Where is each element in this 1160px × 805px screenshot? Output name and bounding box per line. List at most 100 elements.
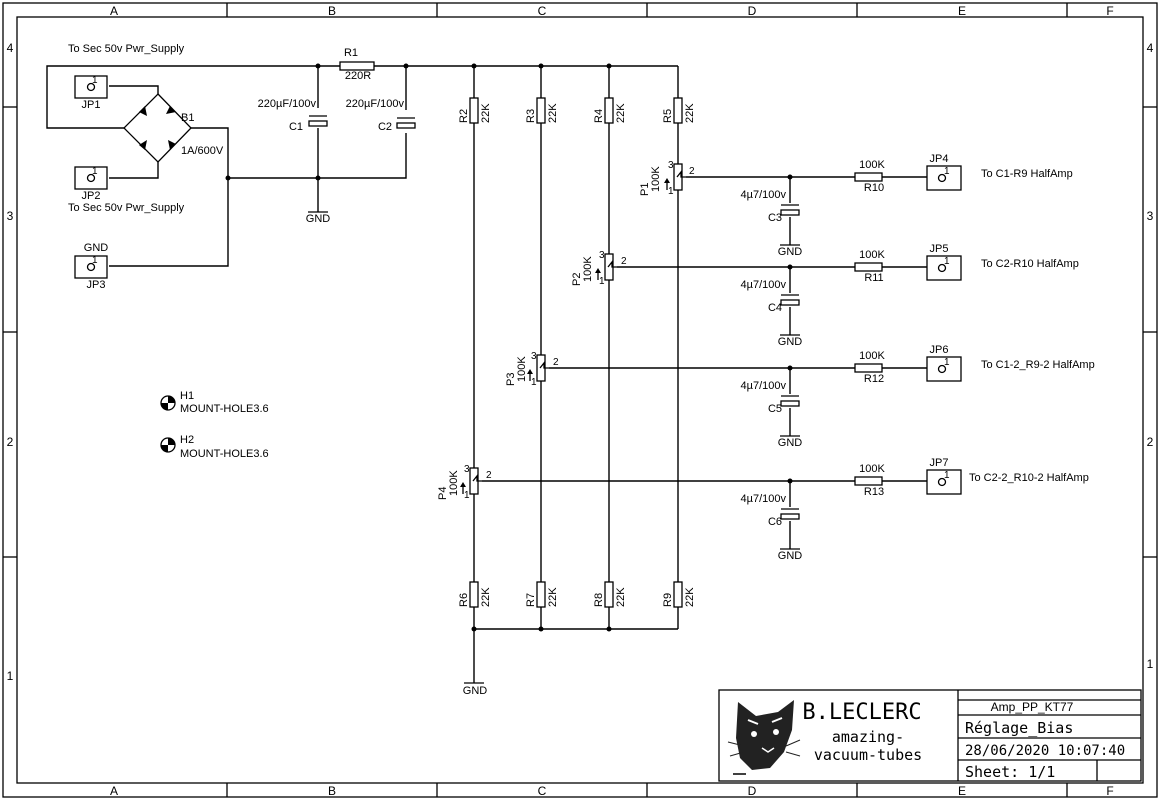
jp1-ref: JP1: [82, 99, 101, 111]
zone-col-c-bottom: C: [538, 784, 547, 798]
potentiometer-p4: 3 1 2 P4 100K: [437, 464, 492, 501]
c2-ref: C2: [378, 121, 392, 133]
r10-ref: R10: [864, 182, 884, 194]
gnd-symbol: GND: [778, 435, 803, 449]
pin-number: 2: [689, 166, 695, 177]
capacitor-c5: 4µ7/100v C5: [741, 380, 800, 415]
r11-ref: R11: [864, 272, 883, 284]
resistor-r3: R3 22K: [525, 97, 559, 124]
connector-jp3: 1 GND JP3: [74, 242, 109, 291]
gnd-symbol: GND: [463, 682, 488, 697]
connector-jp2: 1 JP2: [74, 166, 108, 202]
zone-col-f-top: F: [1106, 4, 1113, 18]
c5-value: 4µ7/100v: [741, 380, 787, 392]
h1-ref: H1: [180, 390, 194, 402]
c3-value: 4µ7/100v: [741, 189, 787, 201]
resistor-r9: R9 22K: [662, 581, 696, 608]
pin-number: 1: [944, 470, 950, 481]
resistor-r8: R8 22K: [593, 581, 627, 608]
connector-jp7: 1 JP7 To C2-2_R10-2 HalfAmp: [926, 457, 1089, 495]
jp4-ref: JP4: [930, 153, 949, 165]
pin-number: 3: [531, 351, 537, 362]
r3-value: 22K: [547, 103, 559, 123]
h2-ref: H2: [180, 434, 194, 446]
gnd-label: GND: [463, 685, 488, 697]
pin-number: 1: [92, 166, 98, 177]
jp7-note: To C2-2_R10-2 HalfAmp: [969, 472, 1089, 484]
r10-value: 100K: [859, 159, 885, 171]
gnd-label: GND: [778, 437, 803, 449]
capacitor-c2: 220µF/100v C2: [346, 98, 416, 133]
zone-col-c-top: C: [538, 4, 547, 18]
p1-value: 100K: [650, 166, 662, 192]
jp7-ref: JP7: [930, 457, 949, 469]
capacitor-c4: 4µ7/100v C4: [741, 279, 800, 314]
c6-ref: C6: [768, 516, 782, 528]
r11-value: 100K: [859, 249, 885, 261]
wires: [46, 65, 927, 683]
zone-col-a-bottom: A: [110, 784, 118, 798]
resistor-r10: 100K R10: [854, 159, 886, 194]
jp6-ref: JP6: [930, 344, 949, 356]
r12-value: 100K: [859, 350, 885, 362]
capacitor-c3: 4µ7/100v C3: [741, 189, 800, 224]
zone-row-2-left: 2: [7, 435, 14, 449]
r8-ref: R8: [593, 593, 605, 607]
r13-value: 100K: [859, 463, 885, 475]
gnd-label: GND: [778, 336, 803, 348]
r2-ref: R2: [458, 109, 470, 123]
connector-jp5: 1 JP5 To C2-R10 HalfAmp: [926, 243, 1079, 281]
gnd-symbol: GND: [306, 211, 331, 225]
zone-col-d-bottom: D: [748, 784, 757, 798]
jp3-net-label: GND: [84, 242, 109, 254]
c6-value: 4µ7/100v: [741, 493, 787, 505]
pin-number: 1: [599, 276, 605, 287]
gnd-label: GND: [778, 550, 803, 562]
r1-ref: R1: [344, 47, 358, 59]
c2-value: 220µF/100v: [346, 98, 405, 110]
supply-note-top: To Sec 50v Pwr_Supply: [68, 43, 185, 55]
cat-logo-icon: [727, 700, 801, 775]
r3-ref: R3: [525, 109, 537, 123]
gnd-label: GND: [778, 246, 803, 258]
sheet-name: Réglage_Bias: [965, 719, 1073, 737]
zone-col-b-top: B: [328, 4, 336, 18]
r6-ref: R6: [458, 593, 470, 607]
resistor-r2: R2 22K: [458, 97, 492, 124]
jp3-ref: JP3: [87, 279, 106, 291]
pin-number: 1: [92, 255, 98, 266]
zone-col-e-top: E: [958, 4, 966, 18]
resistor-r11: 100K R11: [854, 249, 886, 284]
gnd-label: GND: [306, 213, 331, 225]
resistor-r4: R4 22K: [593, 97, 627, 124]
capacitor-c1: 220µF/100v C1: [258, 98, 328, 133]
b1-ref: B1: [181, 112, 194, 124]
connector-jp4: 1 JP4 To C1-R9 HalfAmp: [926, 153, 1073, 191]
p1-ref: P1: [639, 183, 651, 196]
r13-ref: R13: [864, 486, 884, 498]
r8-value: 22K: [615, 587, 627, 607]
c1-value: 220µF/100v: [258, 98, 317, 110]
h2-value: MOUNT-HOLE3.6: [180, 448, 269, 460]
title-block: B.LECLERC amazing- vacuum-tubes Amp_PP_K…: [718, 689, 1142, 782]
connector-jp1: 1 JP1: [74, 75, 108, 111]
p4-value: 100K: [448, 470, 460, 496]
r7-ref: R7: [525, 593, 537, 607]
c1-ref: C1: [289, 121, 303, 133]
jp2-ref: JP2: [82, 190, 101, 202]
c3-ref: C3: [768, 212, 782, 224]
c5-ref: C5: [768, 403, 782, 415]
pin-number: 1: [668, 186, 674, 197]
junctions: [225, 63, 793, 632]
r2-value: 22K: [480, 103, 492, 123]
zone-row-1-right: 1: [1147, 657, 1154, 671]
site-line-2: vacuum-tubes: [814, 746, 922, 764]
sheet-number: Sheet: 1/1: [965, 763, 1055, 781]
date-time: 28/06/2020 10:07:40: [965, 743, 1125, 759]
pin-number: 3: [668, 160, 674, 171]
resistor-r5: R5 22K: [662, 97, 696, 124]
p2-ref: P2: [571, 273, 583, 286]
resistor-r13: 100K R13: [854, 463, 886, 498]
zone-col-e-bottom: E: [958, 784, 966, 798]
